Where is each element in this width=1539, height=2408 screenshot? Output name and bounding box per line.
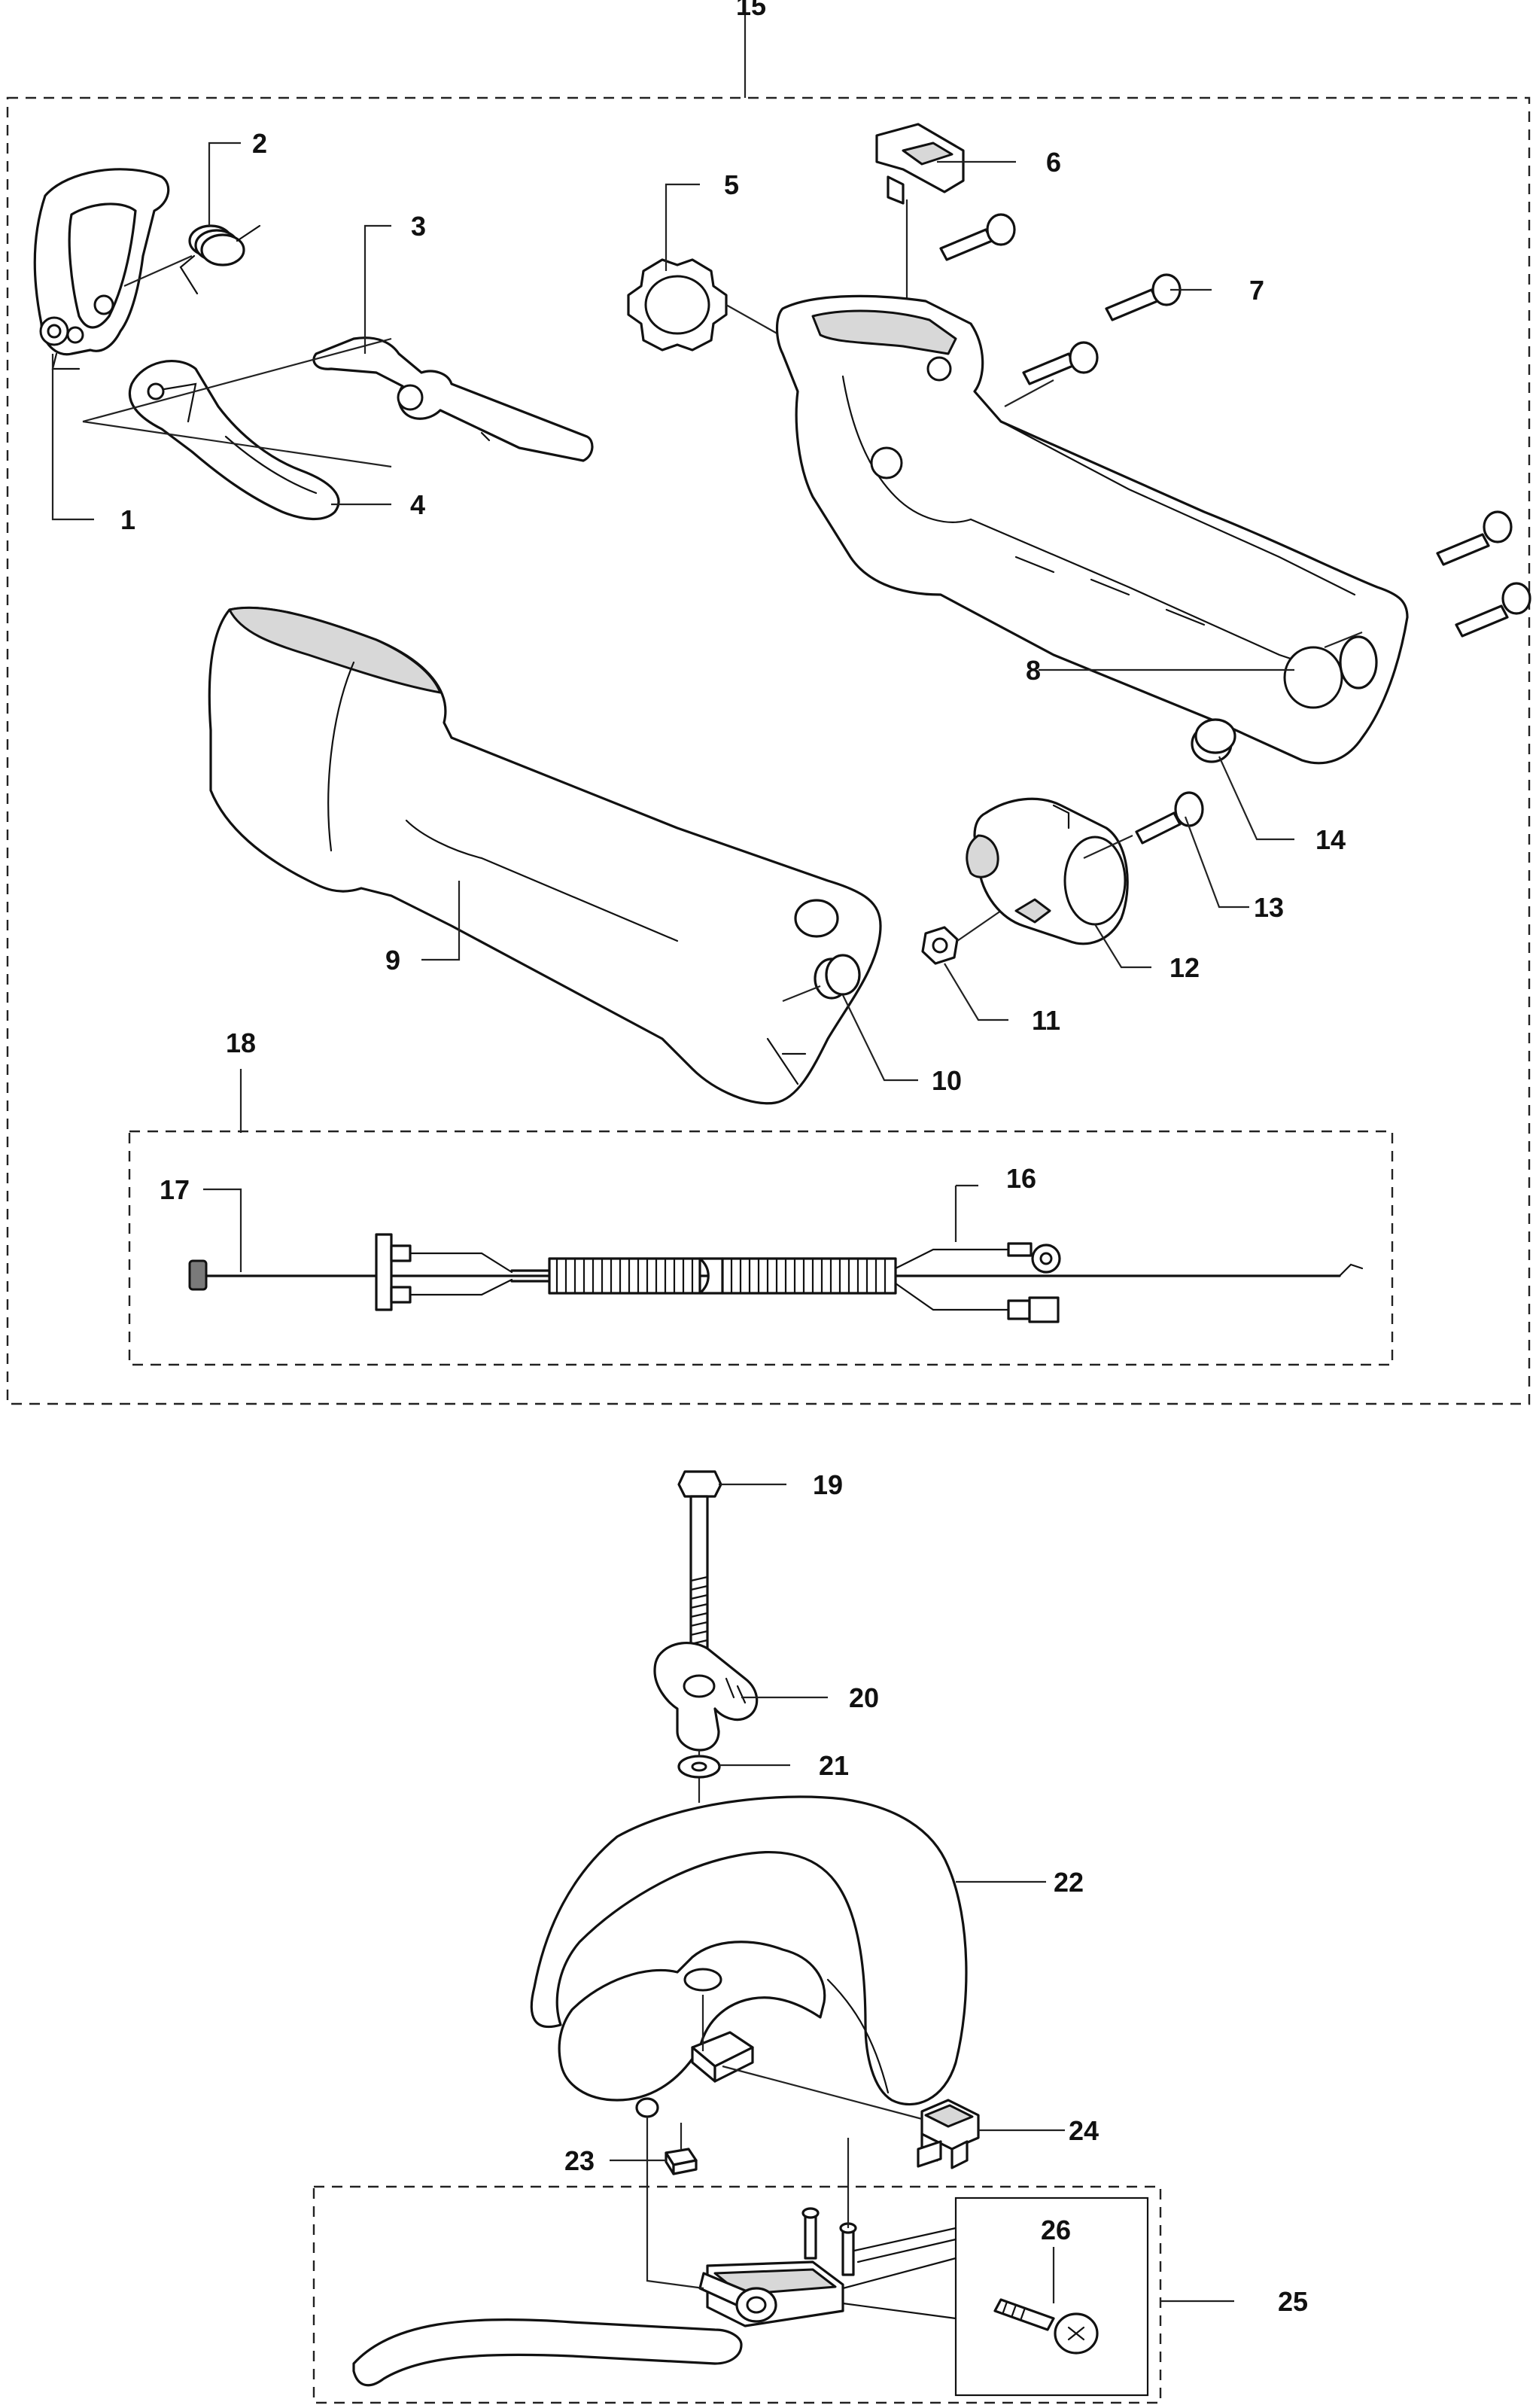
part-9-handle-housing-left [208,606,882,1105]
part-13-screw [1083,791,1204,859]
callout-25: 25 [1278,2286,1308,2317]
callout-10: 10 [932,1065,962,1096]
leader-lines [51,9,1294,2303]
callout-14: 14 [1315,824,1346,855]
callout-7: 7 [1249,275,1264,306]
callout-18: 18 [226,1027,256,1058]
callout-20: 20 [849,1682,879,1713]
callout-5: 5 [724,169,739,200]
part-7-screws [939,213,1531,638]
callout-13: 13 [1254,892,1284,923]
part-12-tube-clamp [966,797,1129,945]
callout-1: 1 [120,504,135,535]
callout-4: 4 [410,489,425,520]
part-24-clip [722,2065,980,2169]
callout-24: 24 [1069,2115,1099,2146]
part-23-square-nut [665,2123,698,2175]
part-4-throttle-trigger [128,360,340,521]
callout-22: 22 [1054,1867,1084,1898]
callout-17: 17 [160,1174,190,1205]
part-26-screw-inset [853,2196,1149,2397]
callout-6: 6 [1046,147,1061,178]
part-20-wing-knob [653,1642,759,1752]
part-14-bushing [1191,718,1236,763]
part-19-bolt [677,1470,722,1679]
part-5-gear-ring [627,258,787,352]
callout-23: 23 [564,2145,595,2176]
part-6-stop-switch [875,123,965,309]
callout-2: 2 [252,128,267,159]
part-2-spring [123,224,261,295]
part-11-nut [921,910,1002,965]
callout-8: 8 [1026,655,1041,686]
callout-19: 19 [813,1469,843,1500]
group-box-loop-handle-kit [312,2185,1162,2404]
part-16-stop-wire [894,1184,1061,1323]
part-1-throttle-bracket [33,168,170,370]
callout-15: 15 [736,0,766,21]
callout-3: 3 [411,211,426,242]
part-22-loop-handle [530,1795,968,2118]
part-10-bushing [782,954,861,1003]
callout-numbers: 15 1 2 3 4 5 6 7 8 9 10 11 12 13 14 16 1… [120,0,1346,2317]
group-box-handle-assembly [6,96,1531,1405]
callout-16: 16 [1006,1163,1036,1194]
group-box-cable-assembly [128,1130,1394,1366]
callout-26: 26 [1041,2215,1071,2245]
callout-11: 11 [1032,1005,1060,1036]
part-8-handle-housing-right [775,294,1409,765]
inset-box-part-26 [954,2196,1149,2397]
part-3-throttle-lever [312,336,594,462]
part-21-washer [677,1750,721,1803]
part-25-loop-handle-kit [352,2117,957,2387]
part-17-cable-corrugated-sleeve [548,1257,897,1295]
callout-12: 12 [1169,952,1200,983]
callout-21: 21 [819,1750,849,1781]
callout-9: 9 [385,945,400,976]
